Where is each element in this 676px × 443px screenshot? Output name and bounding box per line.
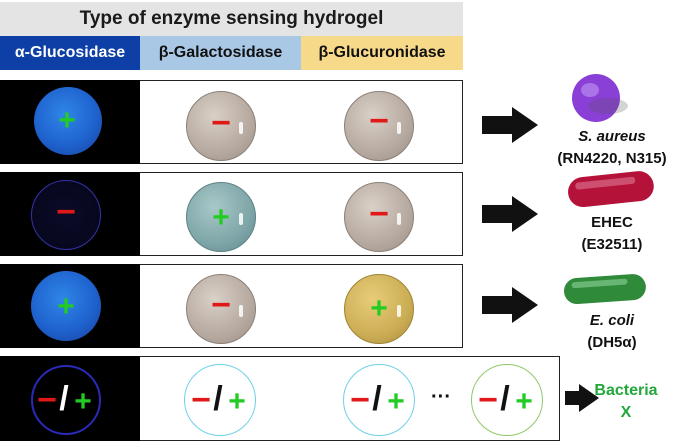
row-1-beta-gal-result: − — [211, 104, 231, 142]
row-4-beta-gal-dish — [184, 364, 256, 436]
row-3-beta-gal-result: − — [211, 286, 231, 324]
bacteria-name-row-3: E. coli — [589, 312, 635, 329]
bacteria-strain-row-3: (DH5α) — [587, 334, 637, 351]
row-4-extra-result: − / + — [478, 380, 533, 419]
row-2-beta-gluc-dish — [344, 182, 414, 252]
bacteria-name-row-2: EHEC — [591, 214, 633, 231]
row-1-beta-gal-dish — [186, 91, 256, 161]
row-2-beta-gal-dish — [186, 182, 256, 252]
row-4-extra-dish — [471, 364, 543, 436]
row-3-alpha-dish — [31, 271, 101, 341]
column-header-beta-galactosidase: β-Galactosidase — [140, 36, 301, 70]
row-4-alpha-dish — [31, 365, 101, 435]
s-aureus-icon — [572, 74, 628, 122]
row-1-alpha-dish — [34, 87, 102, 155]
bacteria-strain-row-1: (RN4220, N315) — [557, 150, 667, 167]
bacteria-strain-row-2: (E32511) — [581, 236, 643, 253]
row-2-beta-gal-result: + — [212, 201, 230, 234]
bacteria-name-row-1: S. aureus — [578, 128, 646, 145]
row-3-beta-gal-dish — [186, 274, 256, 344]
column-header-beta-glucuronidase: β-Glucuronidase — [301, 36, 463, 70]
column-header-alpha-glucosidase: α-Glucosidase — [0, 36, 140, 70]
row-3-beta-gluc-dish — [344, 274, 414, 344]
row-2-alpha-dish — [31, 180, 101, 250]
row-2-alpha-result: − — [56, 193, 76, 231]
bacteria-strain-row-4: X — [620, 404, 632, 421]
row-4-beta-gluc-dish — [343, 364, 415, 436]
bacteria-name-row-4: Bacteria — [594, 382, 658, 399]
row-3-alpha-result: + — [57, 290, 75, 323]
row-4-alpha-result: − / + — [37, 380, 92, 419]
row-2-beta-gluc-result: − — [369, 195, 389, 233]
ehec-icon — [568, 171, 654, 208]
ellipsis: ··· — [431, 386, 451, 408]
e-coli-icon — [564, 274, 646, 305]
row-1-alpha-result: + — [58, 104, 76, 137]
row-1-beta-gluc-dish — [344, 91, 414, 161]
row-4-beta-gluc-result: − / + — [350, 380, 405, 419]
chart-title: Type of enzyme sensing hydrogel — [0, 2, 463, 36]
row-3-beta-gluc-result: + — [370, 292, 388, 325]
row-4-beta-gal-result: − / + — [191, 380, 246, 419]
row-1-beta-gluc-result: − — [369, 102, 389, 140]
